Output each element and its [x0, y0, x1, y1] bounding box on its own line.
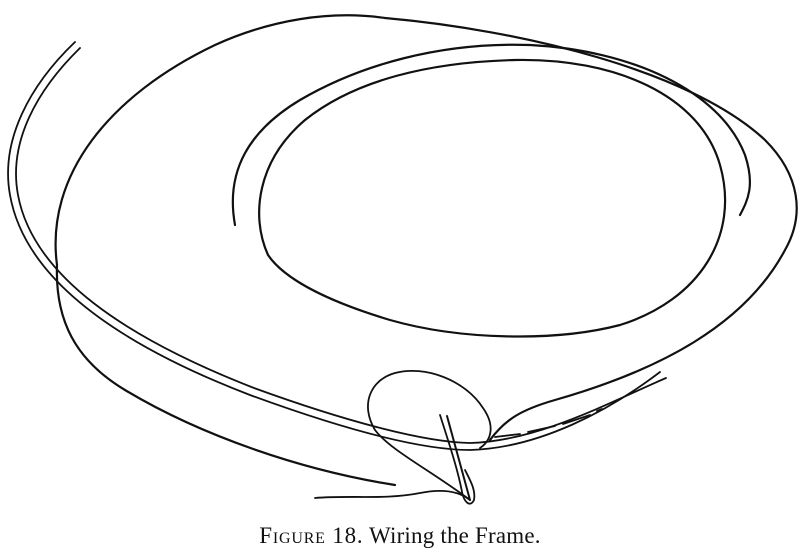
figure-caption: Figure 18. Wiring the Frame. — [0, 523, 800, 549]
needle — [447, 416, 470, 500]
thread-loop — [368, 371, 491, 500]
figure-label: Figure 18. — [259, 523, 363, 548]
frame-crown-outer — [233, 45, 750, 225]
wire-strand-outer — [8, 42, 660, 450]
frame-wiring-illustration — [0, 0, 800, 520]
figure-title: Wiring the Frame. — [369, 523, 541, 548]
frame-crown-inner — [259, 60, 725, 337]
thread-tail — [315, 491, 470, 500]
frame-outer-brim-lower — [57, 265, 395, 485]
frame-outer-brim — [56, 15, 797, 440]
